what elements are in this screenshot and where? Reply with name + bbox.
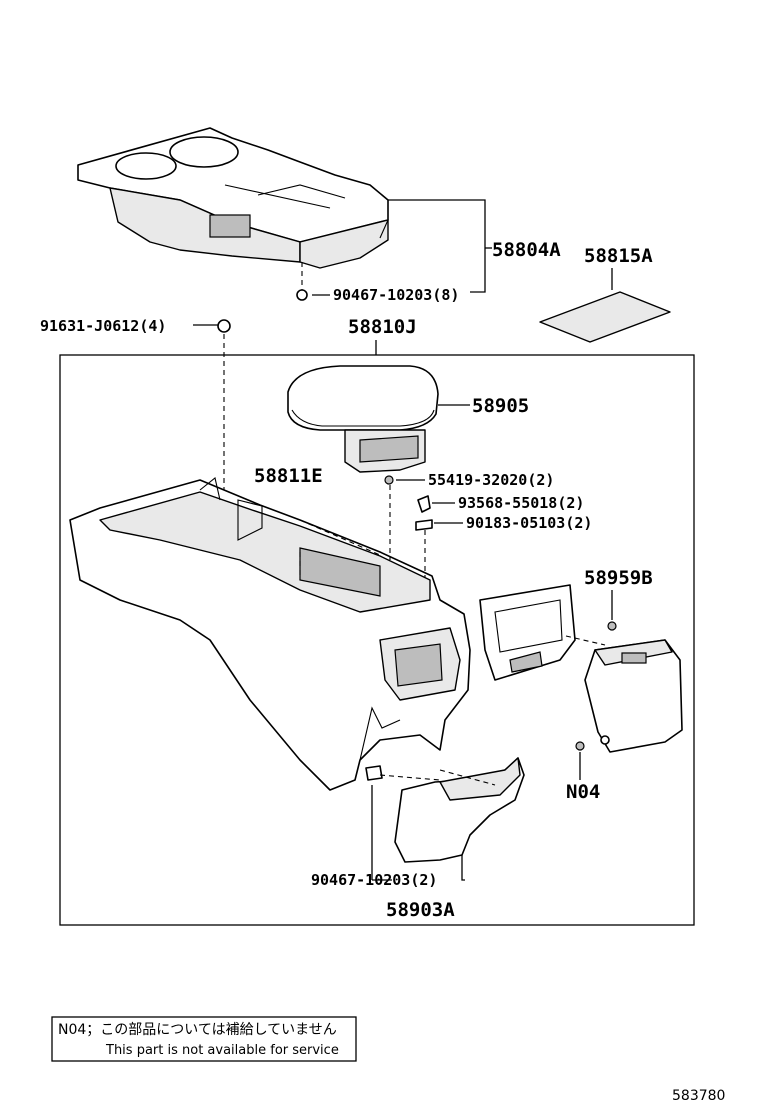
assembly-frame xyxy=(59,354,695,926)
label-90467-top: 90467-10203(8) xyxy=(333,286,459,304)
label-58810J: 58810J xyxy=(348,316,417,338)
label-90183: 90183-05103(2) xyxy=(466,514,592,532)
note-box xyxy=(51,1016,357,1062)
diagram-code: 583780 xyxy=(672,1088,725,1104)
label-58815A: 58815A xyxy=(584,245,653,267)
label-90467-bottom: 90467-10203(2) xyxy=(311,871,437,889)
label-91631: 91631-J0612(4) xyxy=(40,317,166,335)
rear-panel xyxy=(584,639,683,753)
upper-console-box xyxy=(77,127,389,269)
label-58804A: 58804A xyxy=(492,239,561,261)
label-58959B: 58959B xyxy=(584,567,653,589)
label-58811E: 58811E xyxy=(254,465,323,487)
rear-bracket xyxy=(479,584,576,681)
main-console-body xyxy=(69,477,471,791)
armrest-lid xyxy=(287,365,439,473)
label-55419: 55419-32020(2) xyxy=(428,471,554,489)
label-58905: 58905 xyxy=(472,395,529,417)
label-93568: 93568-55018(2) xyxy=(458,494,584,512)
note-japanese: N04；この部品については補給していません xyxy=(58,1022,337,1038)
tray-mat xyxy=(539,291,671,343)
note-english: This part is not available for service xyxy=(105,1043,339,1058)
label-58903A: 58903A xyxy=(386,899,455,921)
label-N04: N04 xyxy=(566,781,600,803)
front-lower-panel xyxy=(394,757,525,863)
